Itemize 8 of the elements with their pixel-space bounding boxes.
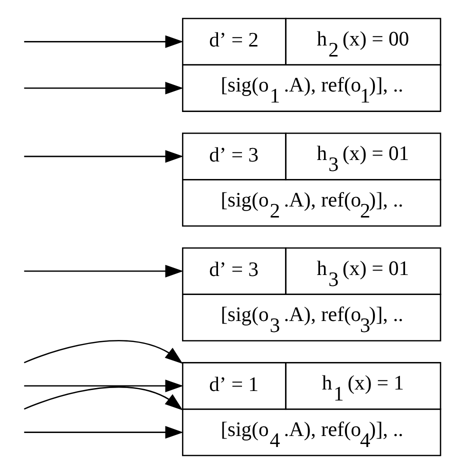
- arrow: [24, 264, 184, 278]
- arrow: [24, 340, 183, 364]
- arrow: [24, 380, 184, 392]
- arrow: [24, 426, 184, 439]
- arrow: [24, 82, 184, 94]
- arrow: [24, 35, 184, 48]
- arrow: [24, 386, 183, 410]
- arrow: [24, 150, 184, 163]
